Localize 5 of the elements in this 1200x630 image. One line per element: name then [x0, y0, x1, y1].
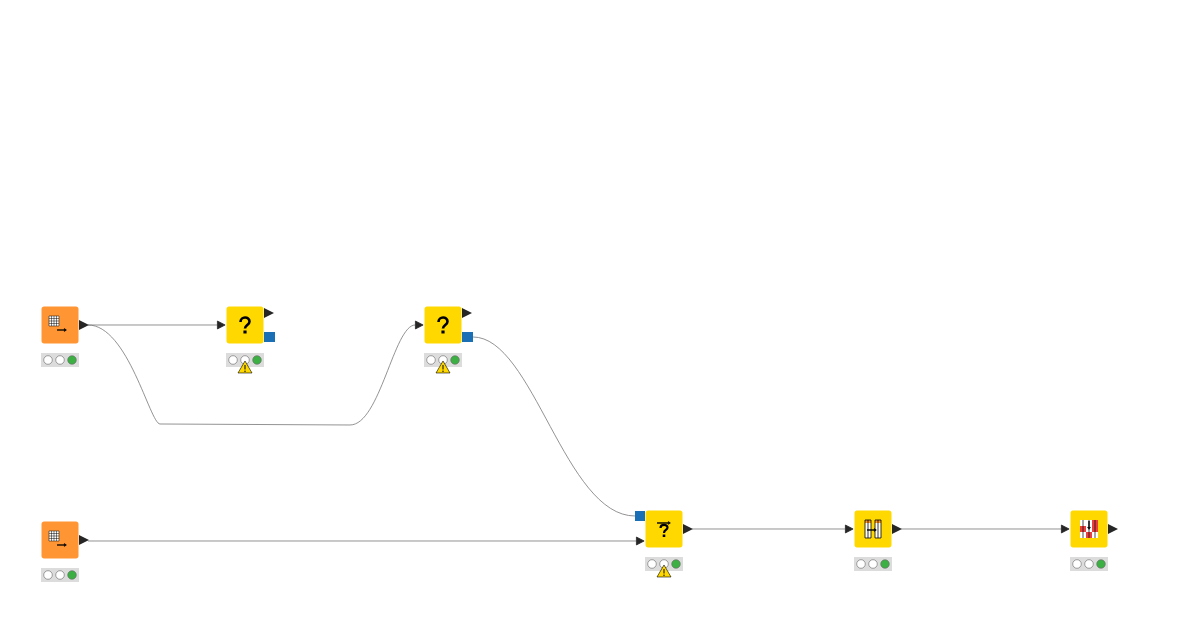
connector [87, 536, 645, 546]
connector [691, 524, 854, 534]
connector [900, 524, 1070, 534]
connector [87, 320, 226, 330]
connector [87, 320, 424, 426]
